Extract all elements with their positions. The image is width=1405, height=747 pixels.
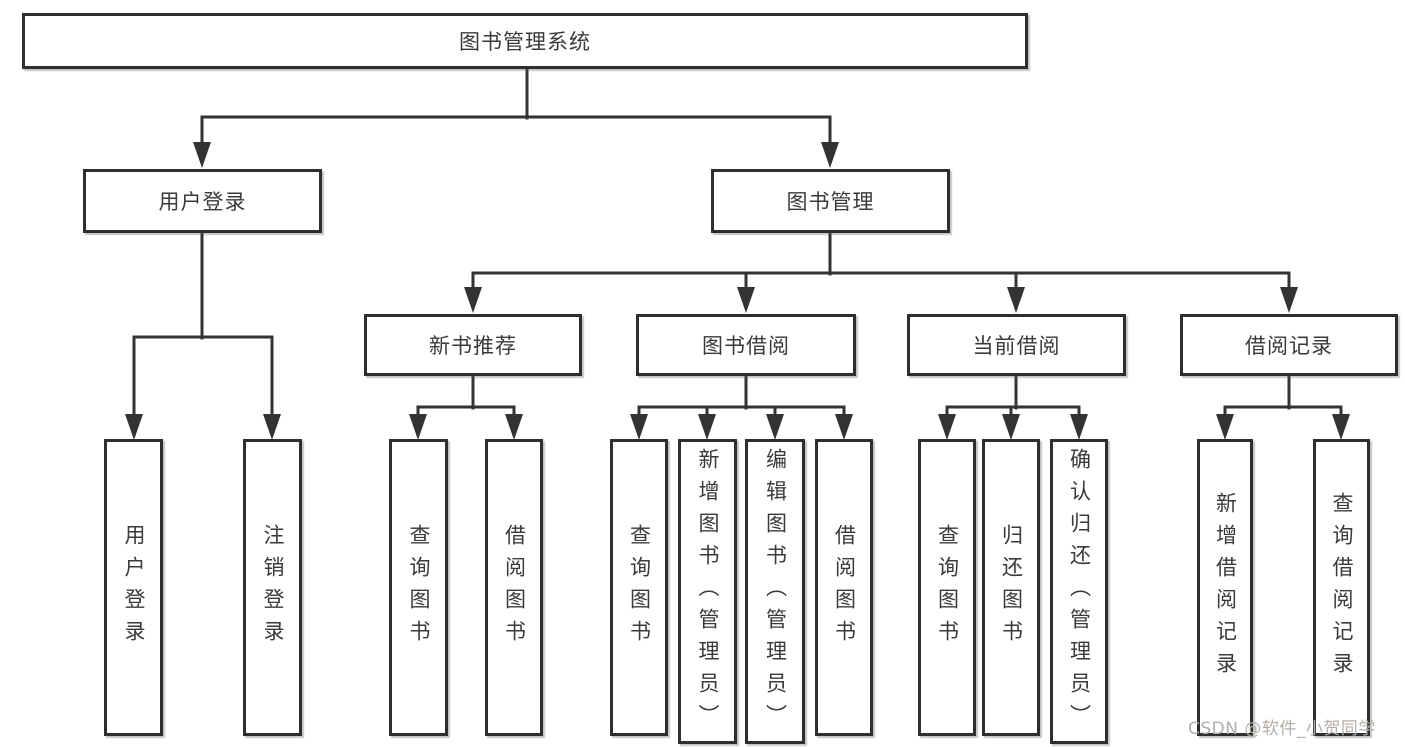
node-book-borrowing: 图书借阅 — [636, 314, 856, 376]
connector-book-borrow-children — [630, 374, 853, 440]
node-new-book-recommendation: 新书推荐 — [364, 314, 582, 376]
node-label: 确认归还（管理员） — [1067, 447, 1092, 736]
leaf-return-book: 归还图书 — [982, 439, 1040, 736]
connector-root-to-level2 — [193, 67, 839, 168]
node-label: 新书推荐 — [429, 334, 517, 358]
node-label: 新增图书（管理员） — [696, 447, 720, 736]
node-label: 归还图书 — [999, 523, 1024, 652]
leaf-query-books-borrow: 查询图书 — [610, 439, 668, 736]
leaf-borrow-books-recommend: 借阅图书 — [485, 439, 543, 736]
node-label: 查询图书 — [627, 523, 652, 652]
node-label: 用户登录 — [122, 523, 146, 652]
leaf-edit-book-admin: 编辑图书（管理员） — [745, 439, 805, 744]
leaf-add-borrow-record: 新增借阅记录 — [1197, 439, 1253, 736]
node-label: 图书管理 — [786, 190, 875, 214]
connector-current-borrow-children — [938, 374, 1088, 440]
leaf-query-books-recommend: 查询图书 — [389, 439, 448, 736]
node-user-login: 用户登录 — [83, 169, 322, 233]
node-borrowing-records: 借阅记录 — [1180, 314, 1398, 376]
csdn-watermark: CSDN @软件_小贺同学 — [1188, 719, 1376, 739]
connector-user-login-children — [125, 231, 281, 440]
node-label: 图书管理系统 — [459, 30, 591, 54]
node-label: 注销登录 — [261, 523, 285, 652]
node-label: 当前借阅 — [972, 334, 1061, 358]
connector-borrow-record-children — [1216, 374, 1350, 440]
leaf-add-book-admin: 新增图书（管理员） — [678, 439, 737, 744]
node-book-management: 图书管理 — [711, 169, 950, 233]
node-label: 编辑图书（管理员） — [763, 447, 788, 736]
node-label: 查询借阅记录 — [1330, 491, 1354, 684]
leaf-confirm-return-admin: 确认归还（管理员） — [1050, 439, 1108, 744]
leaf-borrow-books: 借阅图书 — [815, 439, 873, 736]
node-label: 查询图书 — [935, 523, 960, 652]
leaf-logout: 注销登录 — [243, 439, 302, 736]
node-label: 新增借阅记录 — [1213, 491, 1238, 684]
leaf-query-books-current: 查询图书 — [918, 439, 976, 736]
node-library-management-system: 图书管理系统 — [22, 13, 1028, 69]
leaf-query-borrow-record: 查询借阅记录 — [1313, 439, 1370, 736]
connector-book-management-children — [464, 231, 1298, 313]
node-label: 借阅记录 — [1245, 334, 1333, 358]
leaf-user-login: 用户登录 — [104, 439, 163, 736]
connector-new-book-children — [409, 374, 523, 440]
node-current-borrowing: 当前借阅 — [907, 314, 1126, 376]
node-label: 借阅图书 — [832, 523, 857, 652]
node-label: 借阅图书 — [502, 523, 527, 652]
node-label: 查询图书 — [407, 523, 431, 652]
node-label: 用户登录 — [158, 190, 247, 214]
node-label: 图书借阅 — [702, 334, 790, 358]
